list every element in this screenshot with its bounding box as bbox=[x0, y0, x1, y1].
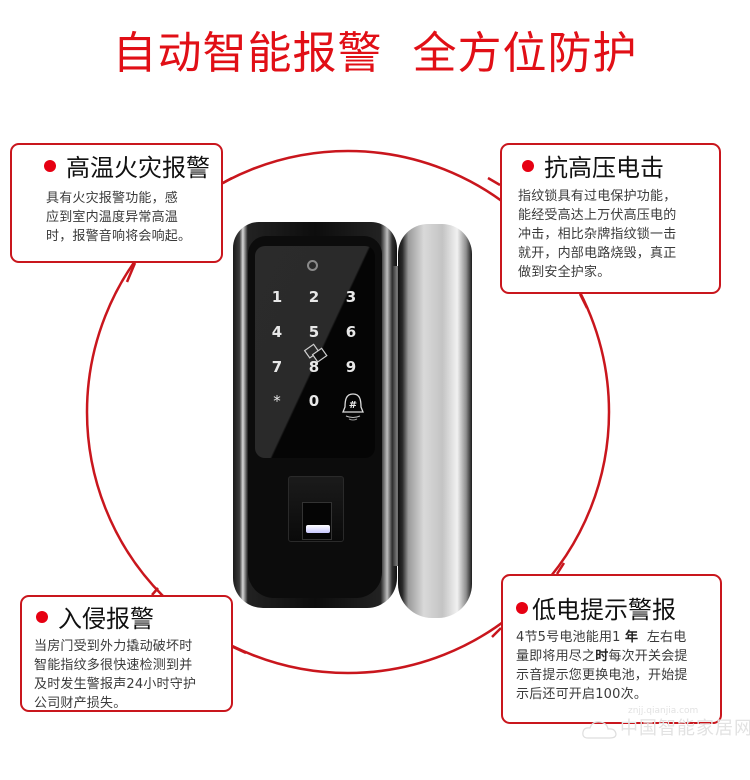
feature-description: 4节5号电池能用1 年 左右电 量即将用尽之时每次开关会提 示音提示您更换电池，… bbox=[516, 630, 688, 702]
fingerprint-sensor-housing bbox=[288, 476, 344, 542]
key-hash: # bbox=[349, 400, 357, 411]
key-7[interactable]: 7 bbox=[271, 358, 283, 376]
cloud-logo-icon bbox=[582, 721, 617, 739]
key-star[interactable]: * bbox=[273, 392, 281, 410]
key-6[interactable]: 6 bbox=[345, 323, 357, 341]
lock-front-panel: 1 2 3 4 5 6 7 8 9 * 0 # bbox=[248, 236, 382, 598]
bullet-icon bbox=[522, 160, 534, 172]
feature-title: 入侵报警 bbox=[58, 605, 154, 633]
feature-box-low-battery: 低电提示警报 4节5号电池能用1 年 左右电 量即将用尽之时每次开关会提 示音提… bbox=[501, 574, 722, 724]
key-3[interactable]: 3 bbox=[345, 288, 357, 306]
doorbell-icon[interactable]: # bbox=[340, 392, 366, 422]
key-4[interactable]: 4 bbox=[271, 323, 283, 341]
connector-line-battery bbox=[491, 627, 502, 638]
connector-line-intrusion bbox=[232, 645, 247, 655]
fingerprint-sensor[interactable] bbox=[302, 502, 332, 540]
lock-body: 1 2 3 4 5 6 7 8 9 * 0 # bbox=[233, 222, 397, 608]
feature-description: 指纹锁具有过电保护功能， 能经受高达上万伏高压电的 冲击，相比杂牌指纹锁一击 就… bbox=[518, 189, 677, 280]
watermark-name: 中国智能家居网 bbox=[620, 718, 750, 739]
bullet-icon bbox=[516, 602, 528, 614]
feature-title: 抗高压电击 bbox=[544, 154, 664, 182]
key-1[interactable]: 1 bbox=[271, 288, 283, 306]
feature-box-fire-alarm: 高温火灾报警 具有火灾报警功能，感 应到室内温度异常高温 时，报警音响将会响起。 bbox=[10, 143, 223, 263]
bullet-icon bbox=[44, 160, 56, 172]
feature-title: 高温火灾报警 bbox=[66, 154, 210, 182]
lock-hinge bbox=[392, 266, 402, 566]
feature-box-high-voltage: 抗高压电击 指纹锁具有过电保护功能， 能经受高达上万伏高压电的 冲击，相比杂牌指… bbox=[500, 143, 721, 294]
fingerprint-light bbox=[306, 525, 330, 533]
feature-description: 具有火灾报警功能，感 应到室内温度异常高温 时，报警音响将会响起。 bbox=[46, 191, 192, 244]
touch-keypad: 1 2 3 4 5 6 7 8 9 * 0 # bbox=[255, 246, 375, 458]
feature-box-intrusion-alarm: 入侵报警 当房门受到外力撬动破坏时 智能指纹多很快速检测到并 及时发生警报声24… bbox=[20, 595, 233, 712]
key-5[interactable]: 5 bbox=[308, 323, 320, 341]
rfid-card-icon bbox=[303, 343, 328, 363]
feature-title: 低电提示警报 bbox=[532, 596, 676, 624]
key-9[interactable]: 9 bbox=[345, 358, 357, 376]
page-headline: 自动智能报警 全方位防护 bbox=[112, 28, 638, 79]
watermark-url: znjj.qianjia.com bbox=[628, 706, 699, 716]
connector-line-shock bbox=[487, 176, 501, 187]
power-led-icon bbox=[307, 260, 318, 271]
feature-description: 当房门受到外力撬动破坏时 智能指纹多很快速检测到并 及时发生警报声24小时守护 … bbox=[34, 639, 197, 711]
key-8[interactable]: 8 bbox=[308, 358, 320, 376]
bullet-icon bbox=[36, 611, 48, 623]
lock-handle bbox=[398, 224, 472, 618]
connector-line-fire bbox=[222, 176, 233, 185]
key-2[interactable]: 2 bbox=[308, 288, 320, 306]
key-0[interactable]: 0 bbox=[308, 392, 320, 410]
